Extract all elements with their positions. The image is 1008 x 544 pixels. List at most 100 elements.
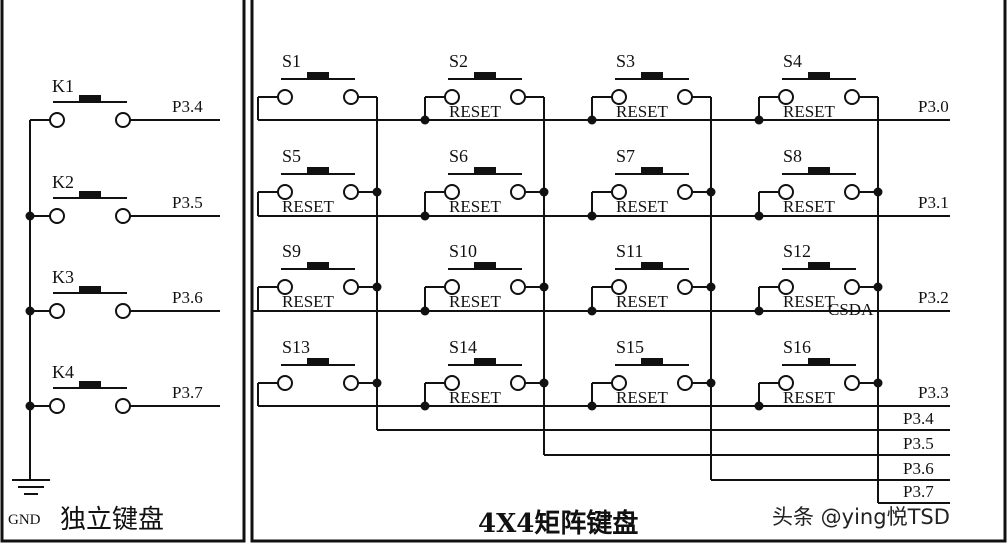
switch-label: S6 (449, 146, 468, 166)
s7-button-cap (641, 167, 663, 173)
s9-button-cap (307, 262, 329, 268)
s7-contact-right (677, 184, 693, 200)
gnd-label: GND (8, 512, 41, 528)
reset-label: RESET (783, 102, 836, 121)
s13-button-cap (307, 358, 329, 364)
column-junction (706, 378, 716, 388)
s12-button-cap (808, 262, 830, 268)
key-label: K4 (52, 362, 74, 382)
switch-label: S10 (449, 241, 477, 261)
column-junction (539, 282, 549, 292)
reset-label: RESET (449, 197, 502, 216)
s10-button-cap (474, 262, 496, 268)
key-1-button-cap (79, 95, 101, 101)
key-1-contact-right (115, 112, 131, 128)
key-3-contact-right (115, 303, 131, 319)
switch-label: S5 (282, 146, 301, 166)
key-label: K2 (52, 172, 74, 192)
s6-contact-right (510, 184, 526, 200)
row-port-label: P3.0 (918, 97, 949, 116)
column-junction (706, 282, 716, 292)
switch-label: S1 (282, 51, 301, 71)
gnd-junction-4 (25, 401, 35, 411)
s5-button-cap (307, 167, 329, 173)
key-1-contact-left (49, 112, 65, 128)
switch-label: S11 (616, 241, 643, 261)
key-3-button-cap (79, 286, 101, 292)
s8-contact-right (844, 184, 860, 200)
s10-contact-right (510, 279, 526, 295)
s9-contact-right (343, 279, 359, 295)
s12-contact-right (844, 279, 860, 295)
reset-label: RESET (282, 292, 335, 311)
independent-panel-frame (0, 0, 246, 543)
key-4-button-cap (79, 381, 101, 387)
reset-label: RESET (282, 197, 335, 216)
key-3-contact-left (49, 303, 65, 319)
switch-label: S12 (783, 241, 811, 261)
row-junction (587, 211, 597, 221)
column-junction (706, 187, 716, 197)
column-junction (873, 282, 883, 292)
s1-button-cap (307, 72, 329, 78)
key-label: K1 (52, 76, 74, 96)
switch-label: S2 (449, 51, 468, 71)
s14-contact-right (510, 375, 526, 391)
s1-contact-left (277, 89, 293, 105)
column-junction (873, 187, 883, 197)
s2-contact-right (510, 89, 526, 105)
csda-label: CSDA (828, 300, 874, 319)
key-port-label: P3.6 (172, 288, 203, 307)
s14-button-cap (474, 358, 496, 364)
switch-label: S9 (282, 241, 301, 261)
key-4-contact-right (115, 398, 131, 414)
column-junction (539, 378, 549, 388)
key-2-button-cap (79, 191, 101, 197)
reset-label: RESET (783, 292, 836, 311)
watermark: 头条 @ying悦TSD (772, 505, 950, 529)
s13-contact-left (277, 375, 293, 391)
matrix-switch-S13: S13 (257, 337, 382, 406)
row-junction (587, 306, 597, 316)
column-port-label: P3.5 (903, 434, 934, 453)
key-port-label: P3.5 (172, 193, 203, 212)
row-junction (420, 306, 430, 316)
s11-button-cap (641, 262, 663, 268)
s13-contact-right (343, 375, 359, 391)
reset-label: RESET (449, 292, 502, 311)
s16-contact-right (844, 375, 860, 391)
row-junction (754, 306, 764, 316)
key-port-label: P3.7 (172, 383, 203, 402)
row-junction (754, 211, 764, 221)
ground-symbol (12, 479, 50, 495)
row-port-label: P3.2 (918, 288, 949, 307)
column-port-label: P3.6 (903, 459, 934, 478)
s1-contact-right (343, 89, 359, 105)
switch-label: S14 (449, 337, 477, 357)
column-junction (539, 187, 549, 197)
column-port-label: P3.4 (903, 409, 934, 428)
row-junction (587, 401, 597, 411)
row-junction (420, 401, 430, 411)
s5-contact-right (343, 184, 359, 200)
s16-button-cap (808, 358, 830, 364)
